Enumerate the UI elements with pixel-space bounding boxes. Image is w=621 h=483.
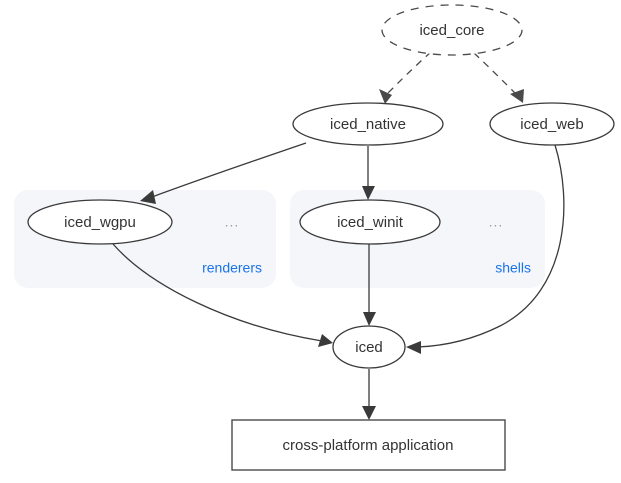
edge-iced-to-application — [362, 369, 376, 420]
arrowhead-icon — [363, 312, 376, 326]
edge-line — [417, 144, 565, 348]
node-shape — [381, 4, 523, 56]
node-shape — [231, 419, 506, 471]
node-shape — [299, 199, 441, 245]
arrowhead-icon — [362, 186, 375, 200]
node-iced-web[interactable]: iced_web — [489, 102, 615, 146]
node-iced-wgpu[interactable]: iced_wgpu — [27, 199, 173, 245]
edge-line — [473, 52, 519, 97]
edge-iced-native-to-iced-winit — [362, 146, 375, 200]
edge-line — [151, 142, 307, 198]
node-shape — [292, 102, 444, 146]
edge-iced-core-to-iced-web — [473, 52, 524, 103]
edge-iced-web-to-iced — [406, 144, 565, 354]
arrowhead-icon — [318, 334, 333, 347]
node-iced-core[interactable]: iced_core — [381, 4, 523, 56]
edge-iced-core-to-iced-native — [379, 51, 432, 104]
node-iced-winit[interactable]: iced_winit — [299, 199, 441, 245]
edge-iced-winit-to-iced — [363, 244, 376, 326]
arrowhead-icon — [406, 341, 421, 354]
node-shape — [332, 325, 406, 369]
arrowhead-icon — [140, 190, 156, 204]
edge-line — [112, 243, 323, 342]
node-cross-platform-application[interactable]: cross-platform application — [231, 419, 506, 471]
node-iced-native[interactable]: iced_native — [292, 102, 444, 146]
edge-iced-wgpu-to-iced — [112, 243, 333, 347]
node-iced[interactable]: iced — [332, 325, 406, 369]
edge-line — [384, 51, 432, 97]
arrowhead-icon — [379, 89, 392, 104]
node-shape — [489, 102, 615, 146]
arrowhead-icon — [510, 89, 524, 103]
arrowhead-icon — [362, 406, 376, 420]
node-shape — [27, 199, 173, 245]
edge-iced-native-to-iced-wgpu — [140, 142, 307, 204]
